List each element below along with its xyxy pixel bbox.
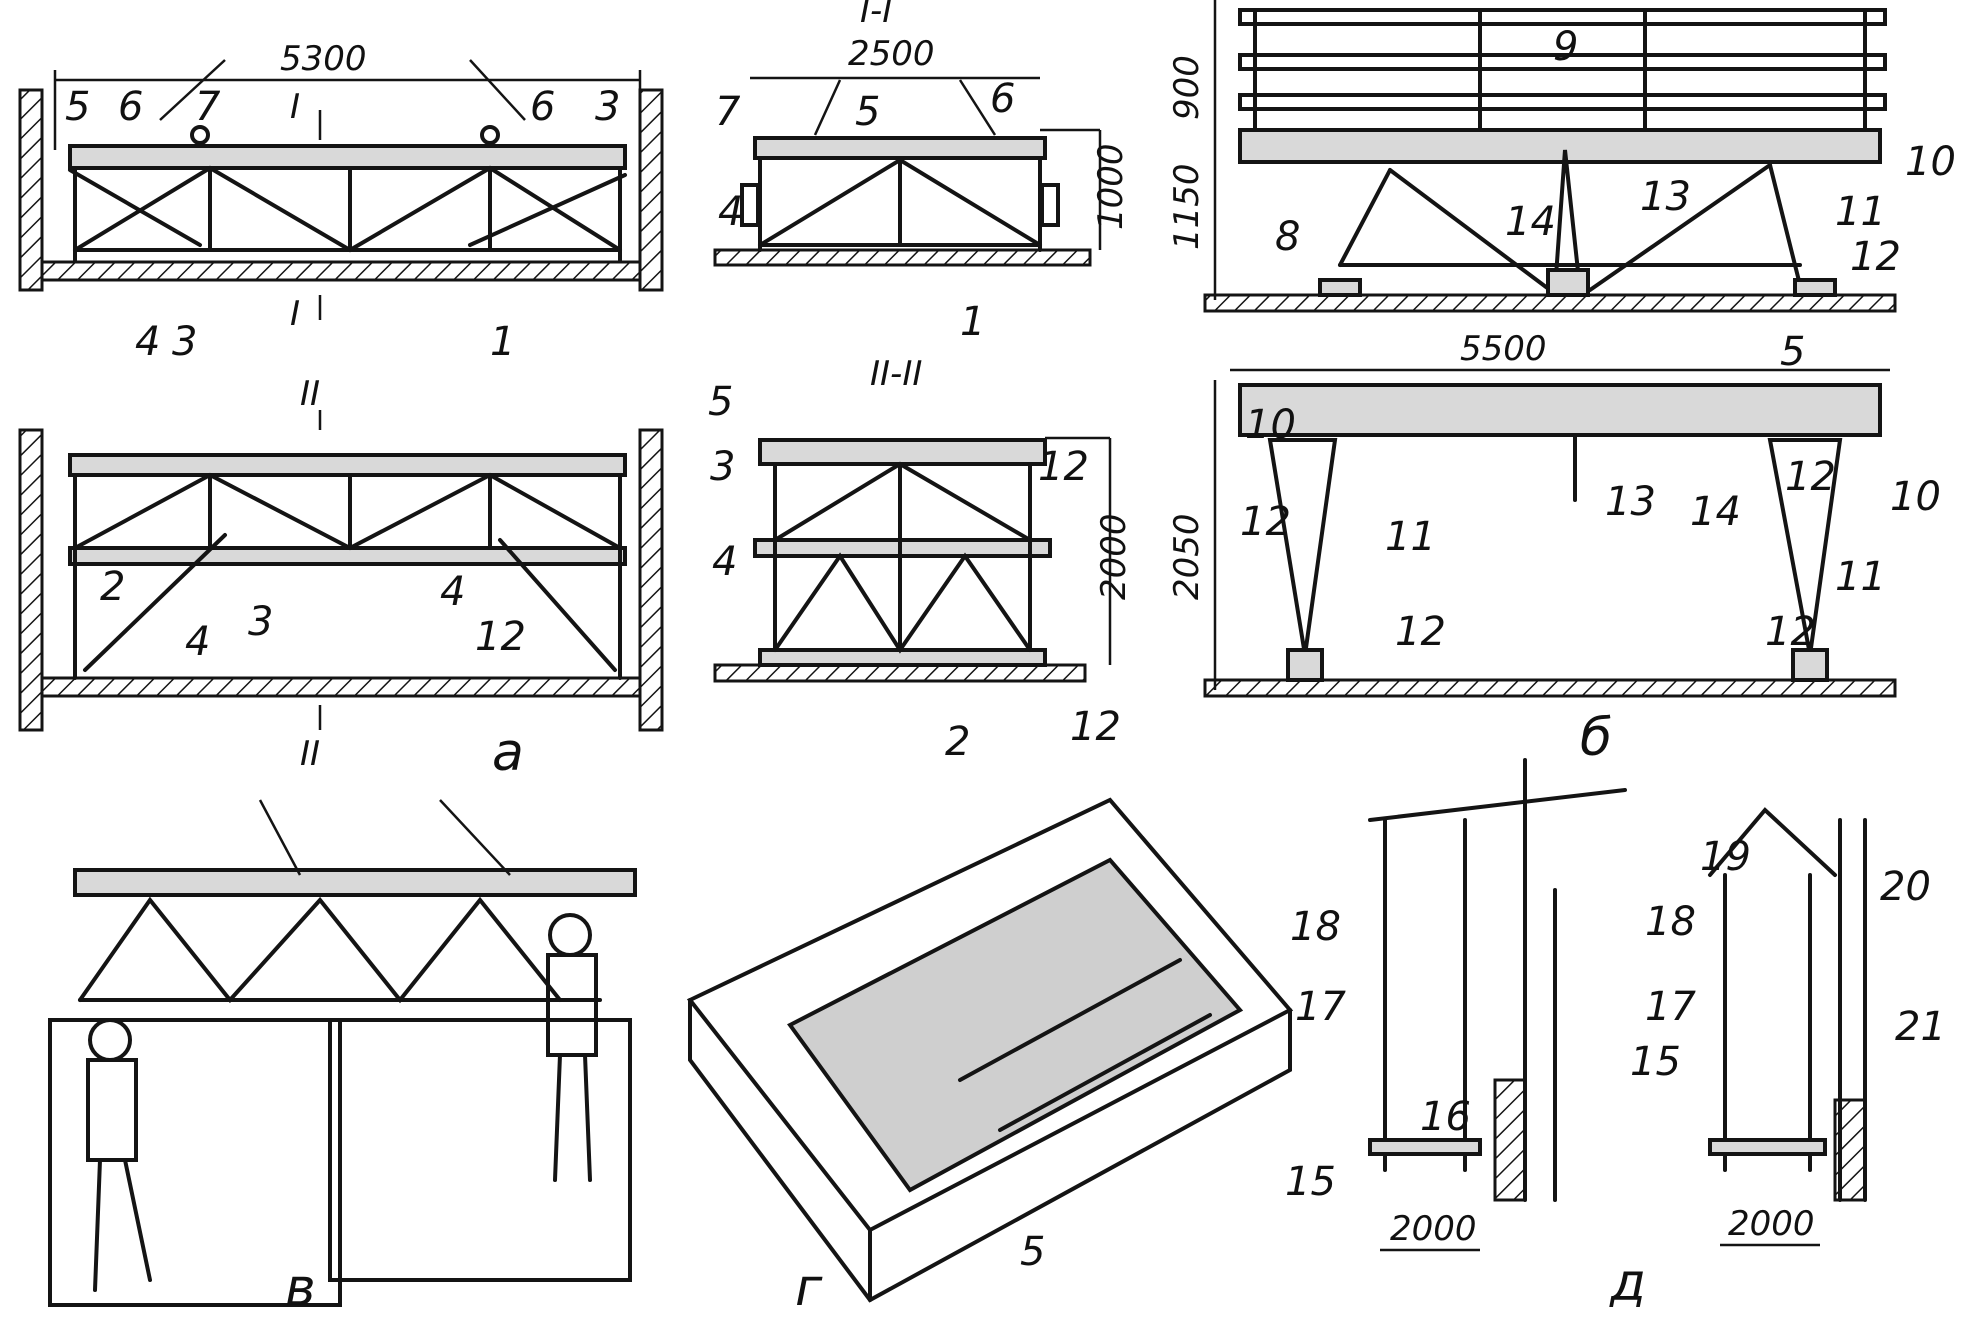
callout: 11	[1835, 189, 1886, 235]
callout: 16	[1420, 1094, 1471, 1140]
callout: 5	[65, 84, 90, 130]
panel-b-top	[1203, 0, 1897, 313]
callout: 2	[100, 564, 125, 610]
section-title-2: II-II	[870, 354, 922, 394]
callout: 12	[1395, 609, 1446, 655]
cut-2-top: II	[300, 374, 320, 414]
callout: 15	[1630, 1039, 1681, 1085]
dim-1000: 1000	[1091, 143, 1131, 230]
dim-2000-d-left: 2000	[1390, 1209, 1477, 1249]
callout: 14	[1505, 199, 1556, 245]
callout: 4	[440, 569, 465, 615]
callout: 5	[708, 379, 733, 425]
cut-1-bottom: I	[290, 294, 300, 334]
callout: 13	[1640, 174, 1691, 220]
panel-a-top-elevation	[18, 59, 664, 320]
callout: 15	[1285, 1159, 1336, 1205]
callout: 3	[172, 319, 197, 365]
cut-2-bottom: II	[300, 734, 320, 774]
panel-label-v: в	[285, 1258, 316, 1318]
callout: 12	[475, 614, 526, 660]
callout: 14	[1690, 489, 1741, 535]
panel-label-a: а	[492, 723, 524, 783]
callout: 3	[595, 84, 620, 130]
callout: 4	[135, 319, 160, 365]
callout: 10	[1890, 474, 1941, 520]
dim-5500: 5500	[1460, 329, 1547, 369]
callout: 2	[945, 719, 970, 765]
panel-a-section-1	[713, 76, 1102, 267]
callout: 6	[990, 76, 1015, 122]
callout: 4	[718, 189, 743, 235]
panel-g-isometric	[686, 797, 1294, 1303]
callout: 10	[1245, 402, 1296, 448]
callout: 5	[1780, 329, 1805, 375]
panel-d-towers	[1368, 758, 1867, 1252]
callout: 12	[1765, 609, 1816, 655]
section-title-1: I-I	[860, 0, 892, 31]
callout: 9	[1553, 24, 1578, 70]
panel-label-b: б	[1580, 708, 1612, 768]
callout: 5	[1020, 1229, 1045, 1275]
dim-2000-sec2: 2000	[1094, 513, 1134, 600]
callout: 4	[712, 539, 737, 585]
callout: 20	[1880, 864, 1931, 910]
cut-1-top: I	[290, 87, 300, 127]
callout: 4	[185, 619, 210, 665]
panel-label-g: г	[795, 1258, 823, 1318]
dim-5300: 5300	[280, 39, 367, 79]
callout: 3	[710, 444, 735, 490]
dim-2000-d-right: 2000	[1728, 1204, 1815, 1244]
callout: 12	[1240, 499, 1291, 545]
callout: 17	[1645, 984, 1696, 1030]
panel-a-bottom-elevation	[18, 410, 664, 732]
callout: 1	[960, 299, 985, 345]
panel-b-bottom	[1203, 368, 1897, 698]
callout: 5	[855, 89, 880, 135]
dim-2050: 2050	[1167, 513, 1207, 600]
callout: 13	[1605, 479, 1656, 525]
callout: 18	[1645, 899, 1696, 945]
callout: 3	[248, 599, 273, 645]
callout: 7	[715, 89, 741, 135]
callout: 12	[1850, 234, 1901, 280]
callout: 11	[1385, 514, 1436, 560]
panel-a-section-2	[713, 436, 1112, 683]
callout: 21	[1895, 1004, 1946, 1050]
callout: 6	[530, 84, 555, 130]
callout: 7	[195, 84, 221, 130]
dim-2500: 2500	[848, 34, 935, 74]
dim-900: 900	[1167, 55, 1207, 120]
callout: 12	[1070, 704, 1121, 750]
callout: 1	[490, 319, 515, 365]
callout: 19	[1700, 834, 1751, 880]
callout: 11	[1835, 554, 1886, 600]
callout: 18	[1290, 904, 1341, 950]
callout: 6	[118, 84, 143, 130]
callout: 12	[1785, 454, 1836, 500]
callout: 8	[1275, 214, 1300, 260]
panel-v-workers-scene	[48, 799, 637, 1307]
callout: 10	[1905, 139, 1956, 185]
callout: 17	[1295, 984, 1346, 1030]
callout: 12	[1038, 444, 1089, 490]
panel-label-d: д	[1609, 1253, 1646, 1313]
dim-1150: 1150	[1167, 163, 1207, 250]
